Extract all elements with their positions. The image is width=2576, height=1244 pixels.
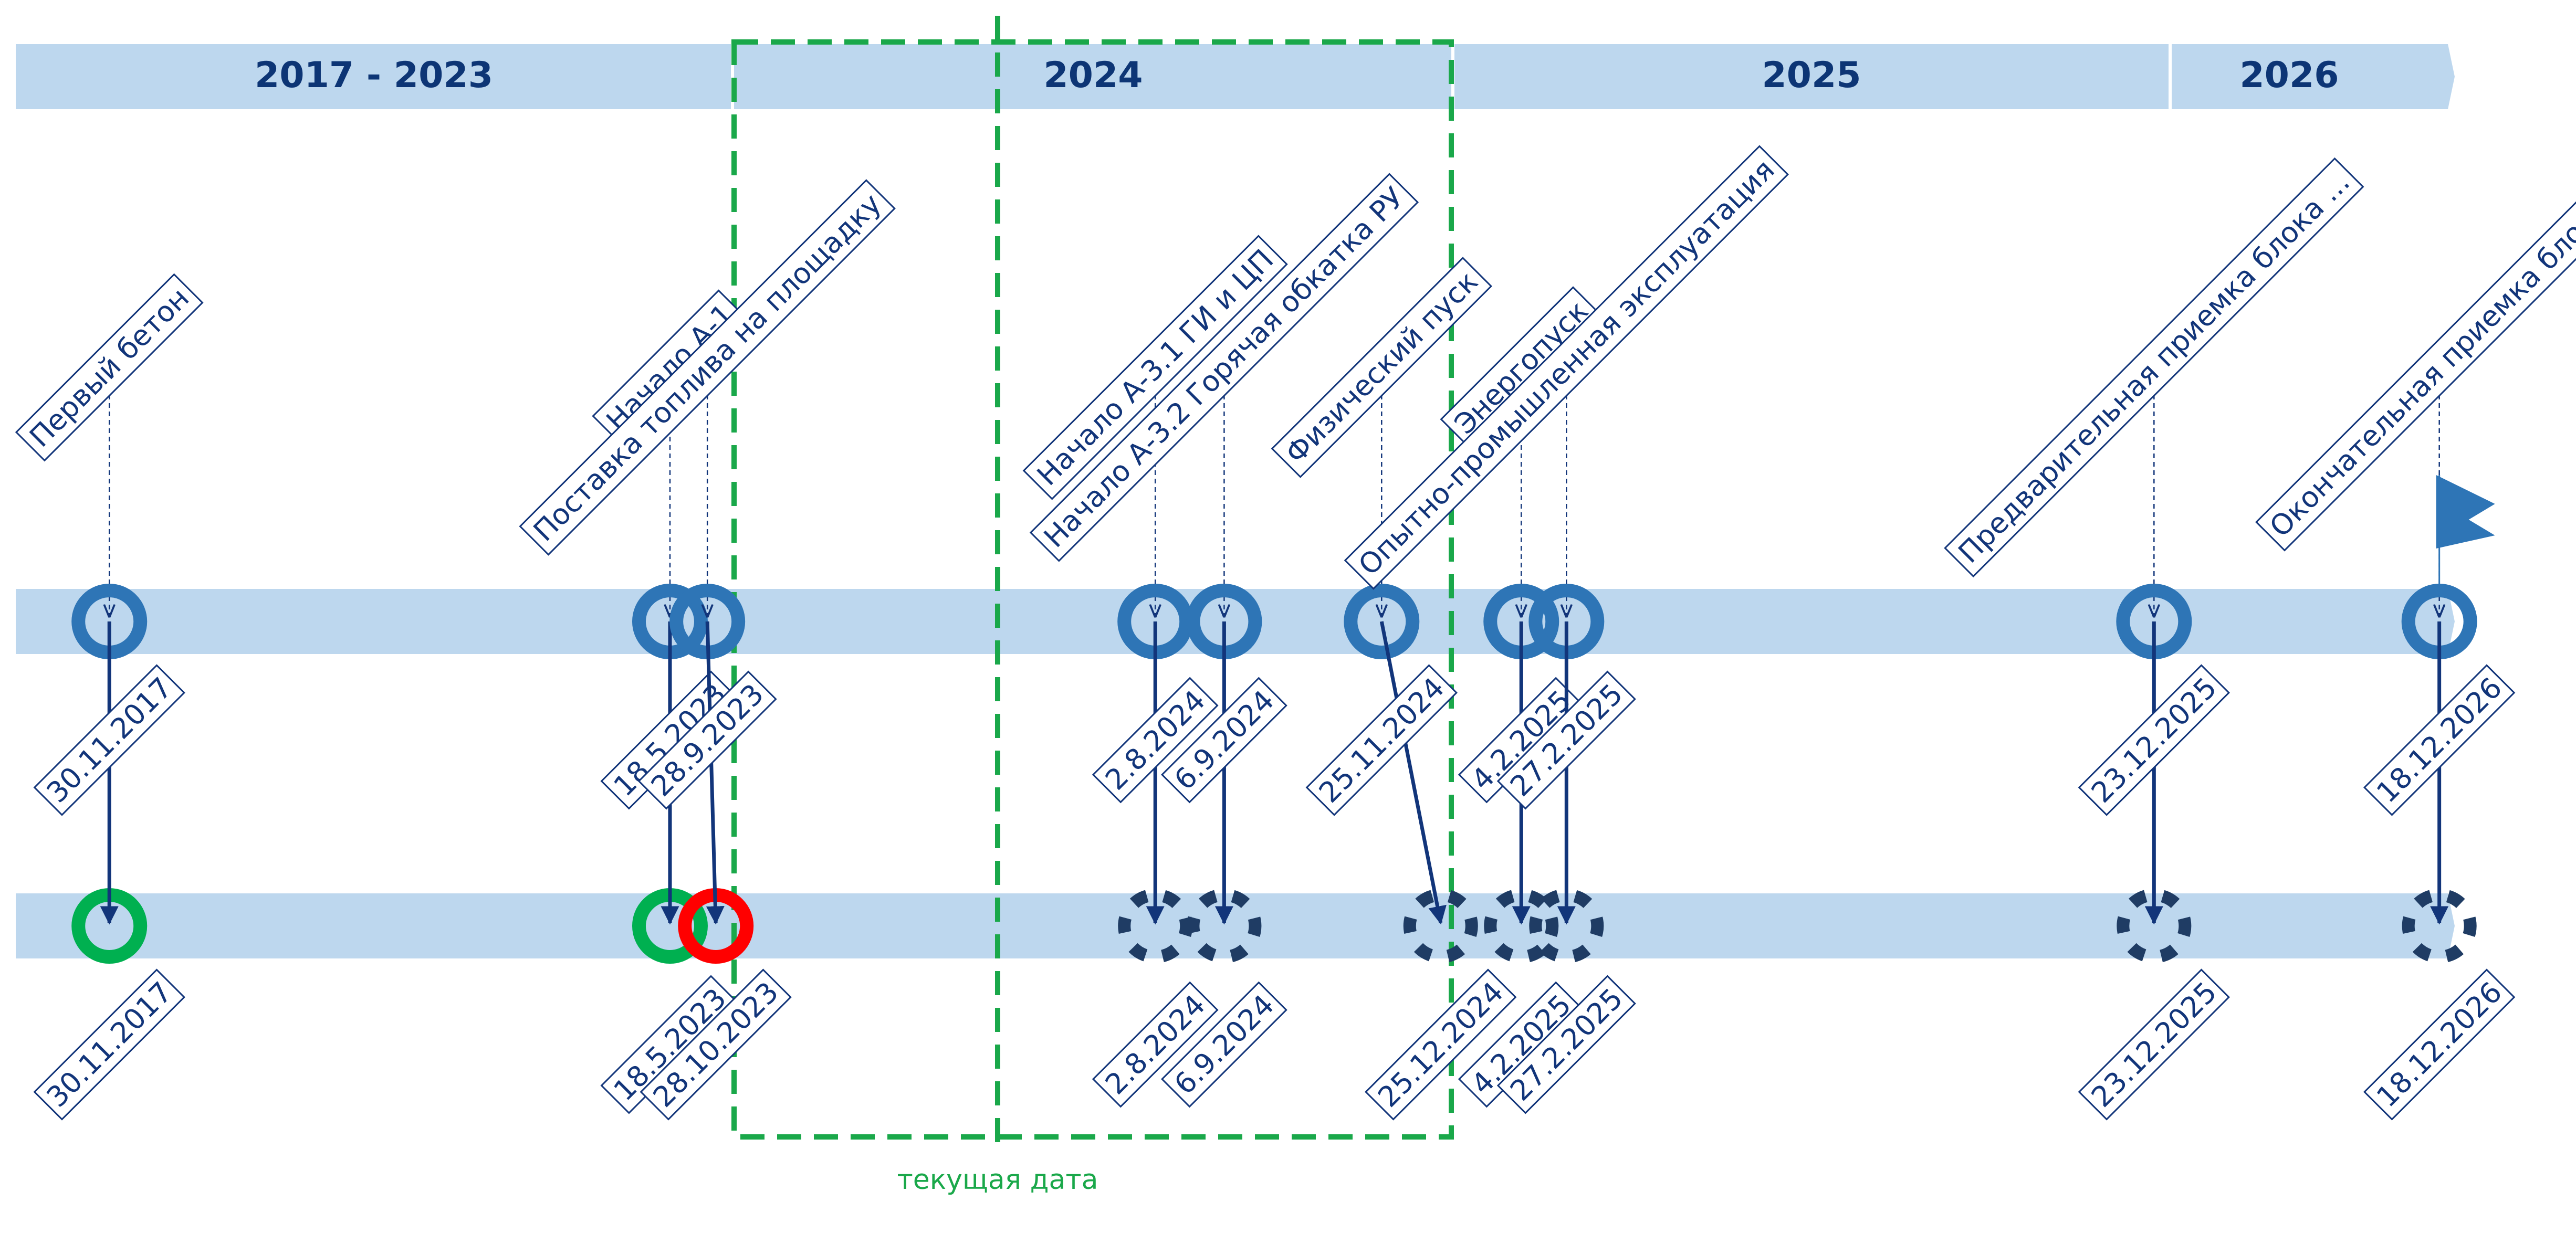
year-segment-4 (2172, 44, 2455, 109)
actual-date-9-box (2078, 968, 2230, 1121)
plan-date-8-box (1496, 670, 1636, 810)
current-year-frame (731, 39, 1454, 1140)
plan-date-4-box (1092, 677, 1219, 804)
plan-date-6: 25.11.2024 (1305, 664, 1458, 816)
plan-date-10-box (2363, 664, 2516, 816)
forecast-marker-4 (1118, 889, 1193, 963)
forecast-marker-5 (1187, 889, 1262, 963)
actual-date-1-text: 30.11.2017 (40, 975, 179, 1113)
actual-date-5-box (1161, 981, 1287, 1108)
plan-date-9-box (2078, 664, 2230, 816)
shift-arrow-6 (1379, 621, 1447, 925)
actual-date-10-text: 18.12.2026 (2370, 975, 2508, 1113)
plan-date-1-box (33, 664, 185, 816)
plan-date-5-box (1161, 677, 1287, 804)
milestone-name-6-box (1271, 257, 1493, 478)
plan-date-6-box (1305, 664, 1458, 816)
forecast-marker-6 (1403, 889, 1478, 963)
actual-date-10-box (2363, 968, 2516, 1121)
milestone-name-1-box (15, 273, 204, 462)
actual-date-8-box (1496, 975, 1636, 1114)
milestone-name-8-box (1344, 145, 1789, 590)
actual-date-1: 30.11.2017 (33, 968, 185, 1121)
milestone-name-4-box (1022, 235, 1288, 500)
finish-flag-icon (2436, 475, 2495, 549)
forecast-marker-10 (2402, 889, 2477, 963)
milestone-name-5-box (1029, 173, 1419, 562)
year-segment-1 (16, 44, 731, 109)
year-label-3: 2025 (1762, 55, 1861, 96)
milestone-name-9-box (1944, 157, 2364, 578)
shift-arrow-3 (705, 621, 725, 925)
plan-marker-6 (1344, 584, 1420, 659)
milestone-name-10-box (2255, 183, 2576, 552)
actual-date-4-box (1092, 981, 1219, 1108)
actual-date-10: 18.12.2026 (2363, 968, 2516, 1121)
year-header: 2017 - 2023 2024 2025 2026 (16, 44, 2455, 109)
plan-date-3-box (637, 670, 777, 810)
plan-date-6-text: 25.11.2024 (1313, 671, 1451, 809)
plan-band (16, 589, 2455, 654)
forecast-marker-7 (1484, 889, 1559, 963)
actual-band (16, 893, 2455, 958)
milestone-name-1-text: Первый бетон (23, 281, 195, 454)
forecast-marker-9 (2117, 889, 2192, 963)
actual-date-1-box (33, 968, 185, 1121)
actual-date-3-box (640, 968, 792, 1121)
year-label-1: 2017 - 2023 (255, 55, 493, 96)
actual-date-9: 23.12.2025 (2078, 968, 2230, 1121)
year-label-4: 2026 (2239, 55, 2339, 96)
year-segment-2 (734, 44, 1451, 109)
forecast-marker-8 (1529, 889, 1604, 963)
milestone-name-3-box (519, 179, 896, 556)
actual-date-6-box (1365, 968, 1517, 1121)
milestone-name-8-text: Опытно-промышленная эксплуатация (1352, 153, 1781, 582)
current-date-label: текущая дата (897, 1164, 1098, 1196)
actual-date-9-text: 23.12.2025 (2085, 975, 2223, 1113)
milestone-name-3-text: Поставка топлива на площадку (527, 187, 888, 548)
year-segment-3 (1454, 44, 2169, 109)
year-label-2: 2024 (1043, 55, 1143, 96)
milestone-name-10-text: Окончательная приемка блока (2263, 192, 2576, 544)
current-date-frame: текущая дата (731, 16, 1454, 1196)
